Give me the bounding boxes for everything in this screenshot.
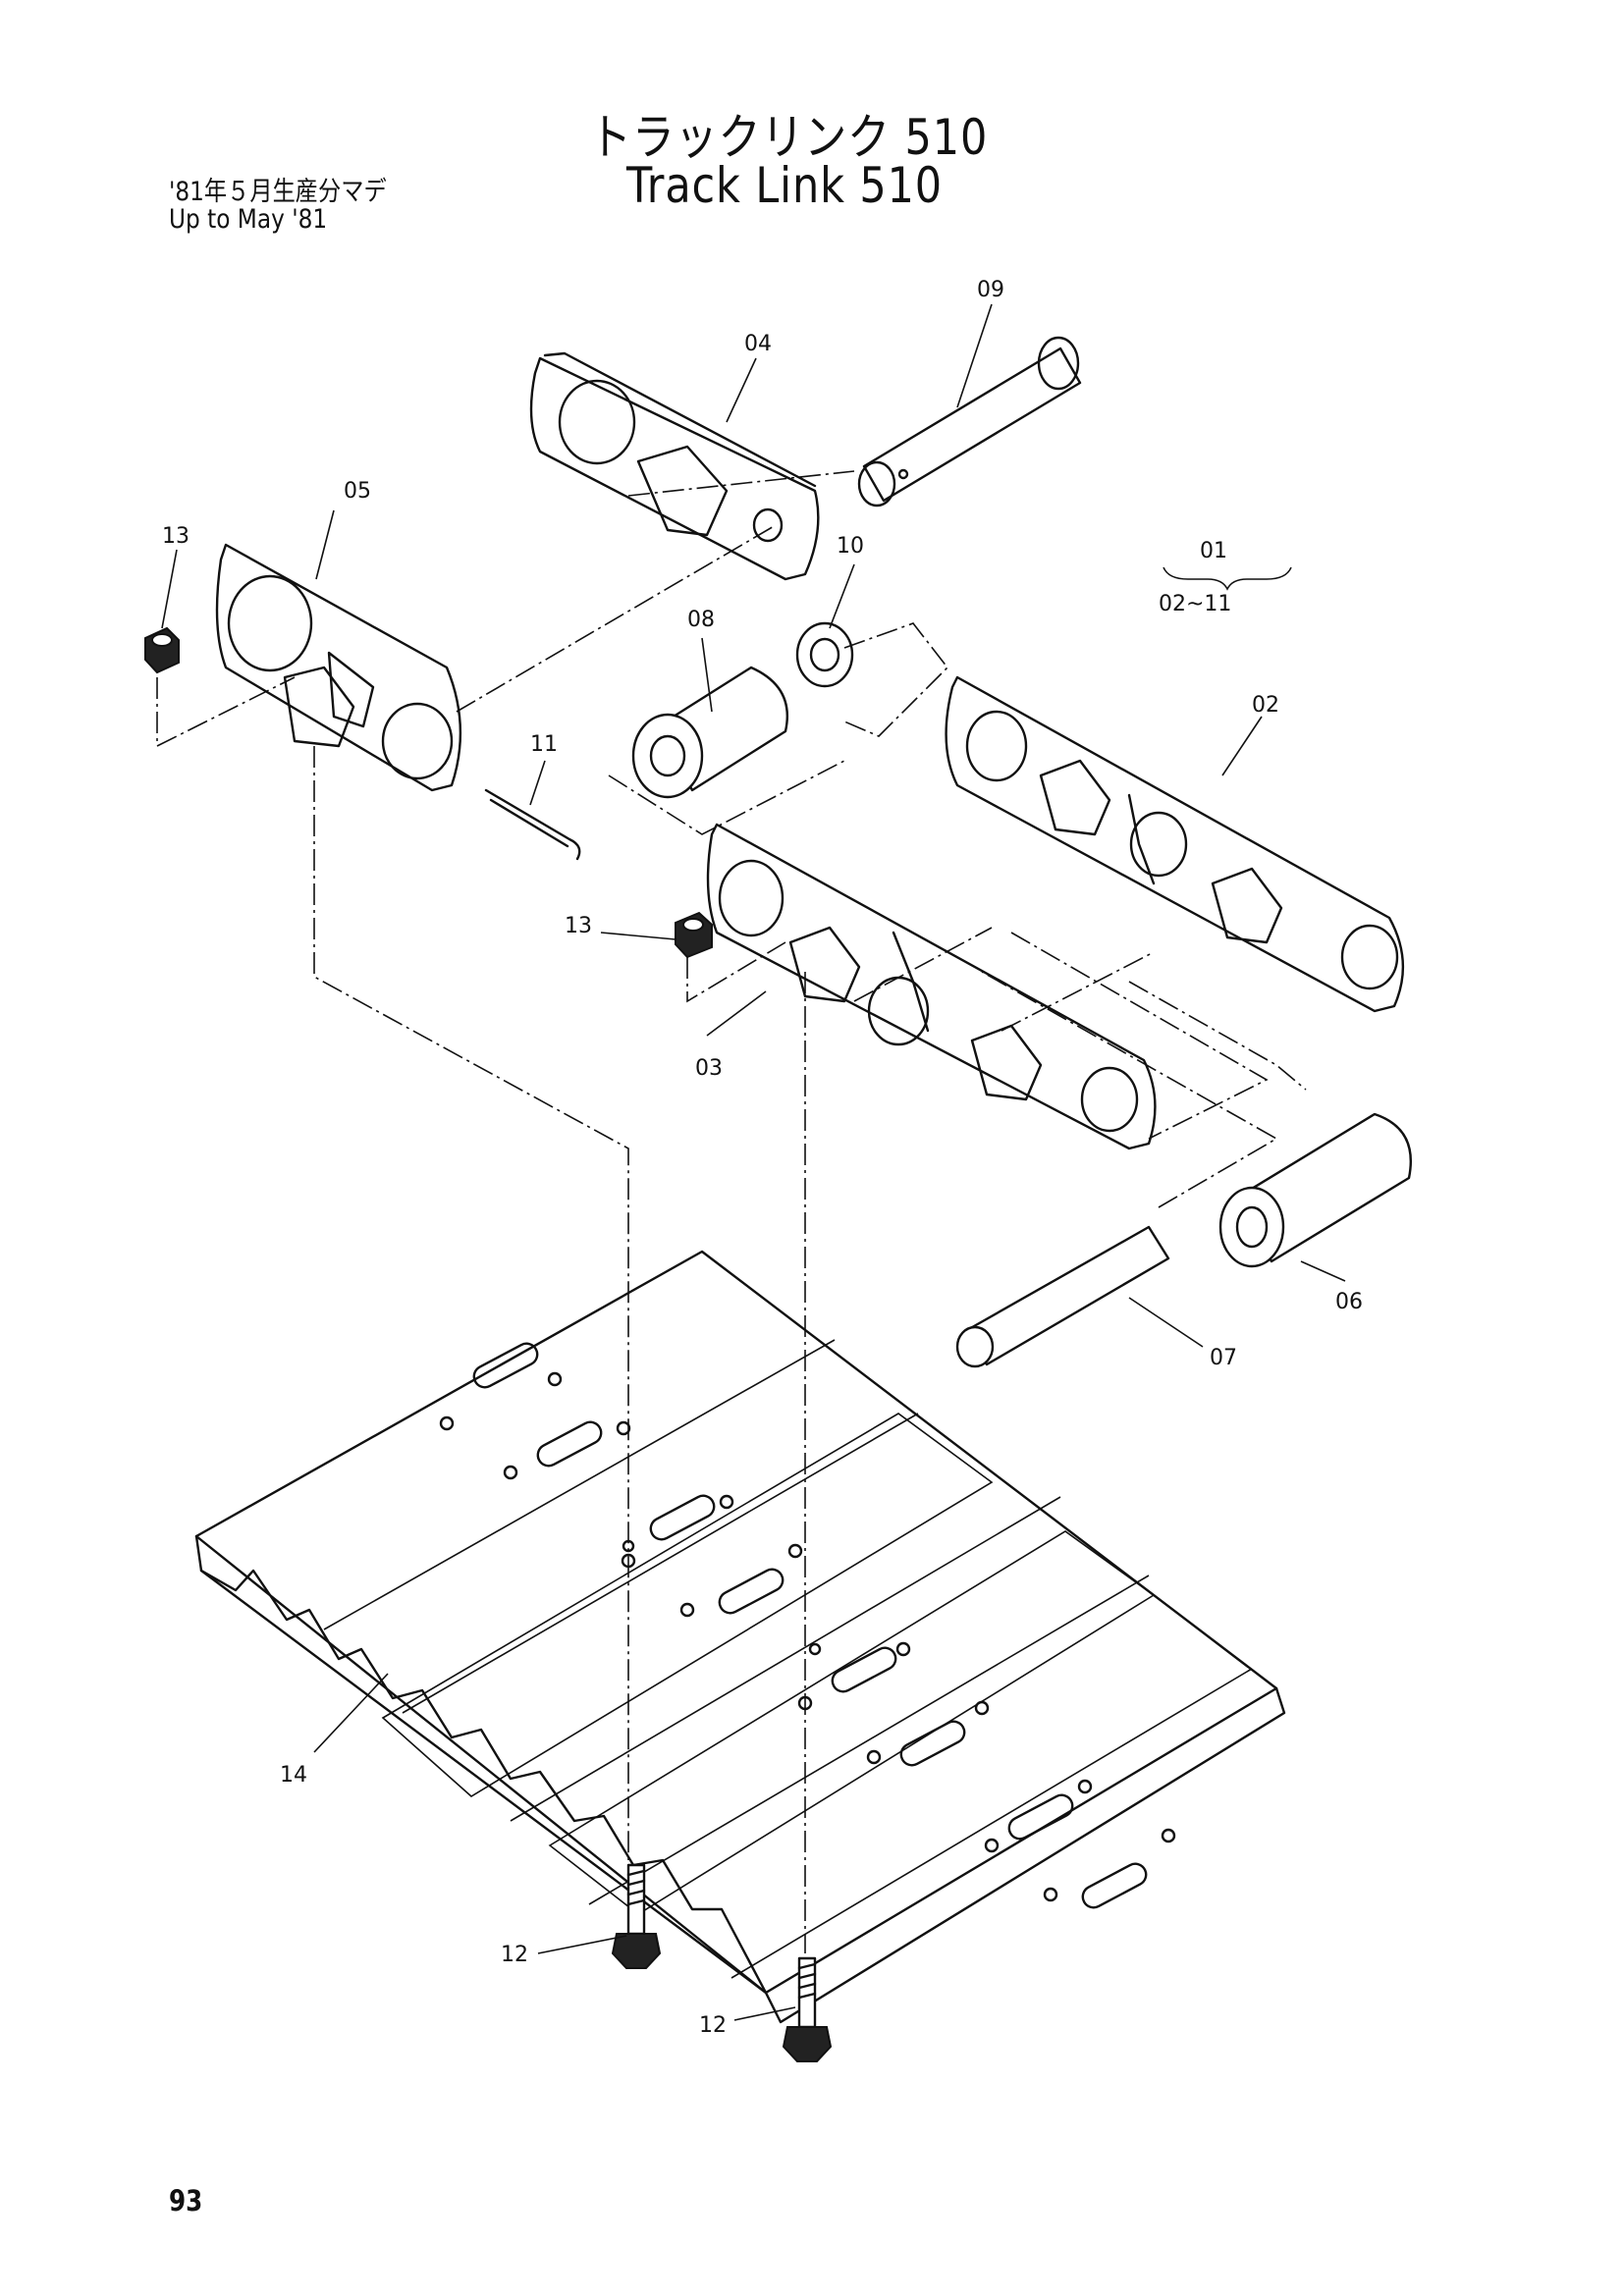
callout-labels: 02 03 04 05 06 07 08 09 10 11 12 12 13 1… bbox=[162, 278, 1363, 2038]
callout-05: 05 bbox=[344, 479, 371, 504]
bolt-12-left bbox=[611, 1863, 662, 1969]
seal-ring-10 bbox=[795, 621, 854, 688]
callout-13-lower: 13 bbox=[565, 914, 592, 938]
callout-11: 11 bbox=[530, 732, 558, 757]
callout-14: 14 bbox=[280, 1763, 307, 1788]
callout-12-right: 12 bbox=[699, 2013, 727, 2038]
callout-09: 09 bbox=[977, 278, 1004, 302]
track-pin-07 bbox=[955, 1225, 1170, 1368]
production-note-english: Up to May '81 bbox=[169, 204, 328, 235]
callout-13-upper: 13 bbox=[162, 524, 189, 549]
track-link-03 bbox=[706, 823, 1157, 1150]
assembly-label: 01 bbox=[1200, 539, 1227, 563]
callout-06: 06 bbox=[1335, 1290, 1363, 1314]
pin-11 bbox=[484, 788, 581, 861]
callout-04: 04 bbox=[744, 332, 772, 356]
track-shoe-plates bbox=[194, 1250, 1286, 2024]
page-title-japanese: トラックリンク 510 bbox=[589, 109, 989, 166]
nut-13-upper bbox=[144, 626, 180, 674]
nut-13-lower bbox=[675, 911, 713, 959]
assembly-lines bbox=[156, 470, 1307, 1953]
page-title-english: Track Link 510 bbox=[626, 157, 944, 214]
assembly-range: 02~11 bbox=[1159, 592, 1231, 616]
callout-02: 02 bbox=[1252, 693, 1279, 718]
production-note-japanese: '81年５月生産分マデ bbox=[169, 177, 387, 207]
page-number: 93 bbox=[169, 2184, 203, 2217]
track-link-05 bbox=[215, 543, 462, 792]
bushing-08 bbox=[631, 666, 788, 799]
track-pin-09 bbox=[857, 336, 1082, 507]
track-link-02 bbox=[945, 675, 1404, 1013]
callout-10: 10 bbox=[837, 534, 864, 559]
assembly-brace bbox=[1163, 566, 1292, 591]
bushing-06 bbox=[1218, 1112, 1412, 1268]
leader-lines bbox=[161, 303, 1346, 2021]
track-link-04 bbox=[529, 351, 820, 581]
callout-03: 03 bbox=[695, 1056, 723, 1081]
bolt-12-right bbox=[782, 1956, 833, 2062]
callout-12-left: 12 bbox=[501, 1943, 528, 1967]
callout-08: 08 bbox=[687, 608, 715, 632]
callout-07: 07 bbox=[1210, 1346, 1237, 1370]
